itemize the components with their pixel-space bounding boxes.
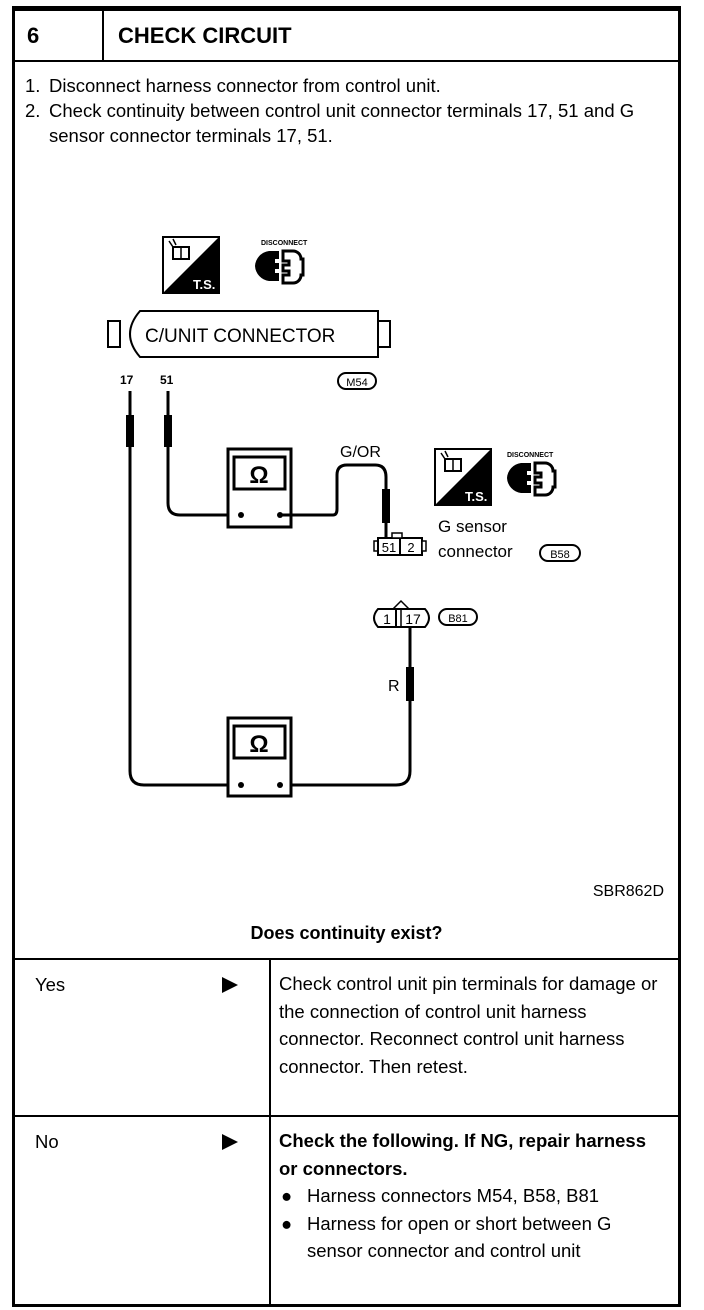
answer-action-heading: Check the following. If NG, repair harne…	[279, 1130, 646, 1179]
svg-text:Ω: Ω	[249, 731, 268, 758]
answer-label: No	[35, 1131, 59, 1152]
svg-text:DISCONNECT: DISCONNECT	[507, 452, 554, 459]
answer-action: Check control unit pin terminals for dam…	[279, 973, 658, 1077]
b58-connector-id: B58	[539, 544, 581, 562]
step-index: 1.	[25, 75, 41, 96]
wire-17	[126, 391, 241, 787]
m54-connector-id: M54	[337, 372, 377, 390]
terminal-17-label: 17	[120, 373, 134, 387]
arrow-right-icon	[222, 1134, 238, 1150]
step-text: Disconnect harness connector from contro…	[49, 75, 441, 96]
wire-color-r: R	[388, 678, 400, 695]
ts-label: T.S.	[193, 277, 215, 292]
column-divider	[269, 960, 271, 1117]
instruction-step: 2. Check continuity between control unit…	[25, 98, 645, 148]
svg-text:2: 2	[407, 540, 414, 555]
cunit-connector: C/UNIT CONNECTOR	[107, 310, 391, 358]
instruction-list: 1. Disconnect harness connector from con…	[25, 73, 645, 148]
ts-icon: T.S.	[162, 236, 220, 294]
step-index: 2.	[25, 100, 41, 121]
answer-row-no: No Check the following. If NG, repair ha…	[15, 1115, 678, 1306]
svg-text:B81: B81	[448, 613, 468, 625]
disconnect-icon: DISCONNECT	[255, 240, 308, 285]
b81-connector-id: B81	[438, 608, 478, 626]
answer-action: Check the following. If NG, repair harne…	[279, 1127, 659, 1265]
ohmmeter-bottom: Ω	[226, 716, 293, 798]
svg-text:T.S.: T.S.	[465, 489, 487, 504]
question-text: Does continuity exist?	[250, 923, 443, 943]
step-text: Check continuity between control unit co…	[49, 100, 635, 146]
bullet-icon: ●	[281, 1185, 293, 1206]
answer-row-yes: Yes Check control unit pin terminals for…	[15, 958, 678, 1117]
disconnect-icon: DISCONNECT	[507, 452, 557, 497]
g-sensor-connector: 51 2	[373, 532, 427, 556]
wire-r: R	[280, 627, 414, 787]
arrow-right-icon	[222, 977, 238, 993]
column-divider	[269, 1117, 271, 1306]
wire-g-or: G/OR	[280, 444, 390, 537]
figure-code: SBR862D	[592, 883, 664, 900]
bullet-icon: ●	[281, 1212, 293, 1234]
step-title: CHECK CIRCUIT	[118, 23, 292, 48]
svg-text:51: 51	[382, 540, 396, 555]
wire-51	[164, 391, 241, 517]
svg-text:B58: B58	[550, 549, 570, 561]
ts-icon: T.S.	[434, 448, 492, 506]
circuit-diagram: T.S. DISCONNECT C/UNIT CONNECTOR 17 51 M…	[107, 236, 581, 798]
list-item: ● Harness connectors M54, B58, B81	[279, 1182, 659, 1210]
wire-color-g-or: G/OR	[340, 444, 381, 461]
g-sensor-connector-label: connector	[438, 542, 513, 561]
g-sensor-label: G sensor	[438, 517, 507, 536]
svg-text:17: 17	[405, 611, 421, 627]
instruction-step: 1. Disconnect harness connector from con…	[25, 73, 645, 98]
cunit-connector-label: C/UNIT CONNECTOR	[145, 326, 335, 347]
svg-text:1: 1	[383, 611, 391, 627]
step-header: 6 CHECK CIRCUIT	[15, 11, 678, 62]
list-item: ● Harness for open or short between G se…	[279, 1210, 659, 1265]
disconnect-label: DISCONNECT	[261, 240, 308, 247]
answer-label: Yes	[35, 974, 66, 995]
svg-text:M54: M54	[346, 377, 367, 389]
terminal-51-label: 51	[160, 373, 174, 387]
step-number: 6	[15, 11, 104, 60]
b81-connector: 1 17	[373, 599, 430, 628]
procedure-frame: 6 CHECK CIRCUIT 1. Disconnect harness co…	[12, 6, 681, 1307]
ohm-symbol: Ω	[249, 462, 268, 489]
